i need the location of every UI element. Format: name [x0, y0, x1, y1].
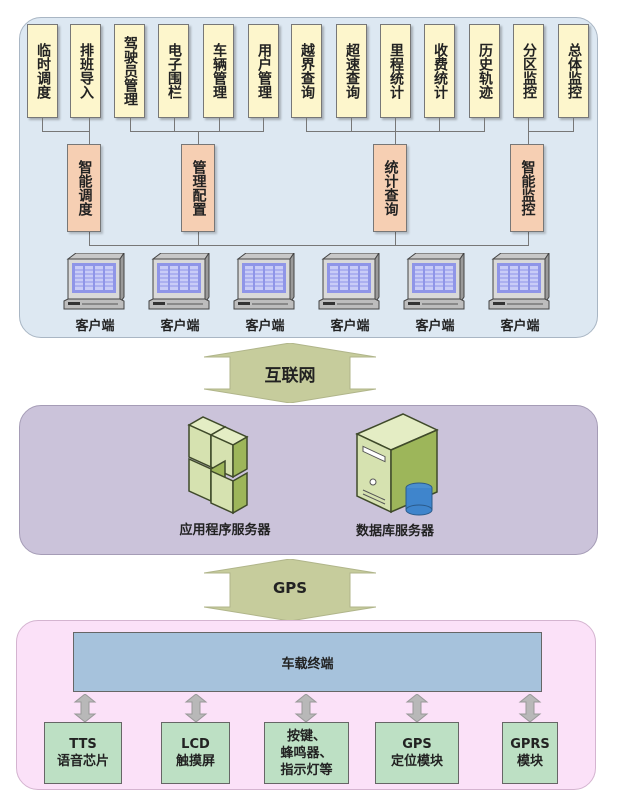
client-terminal: 客户端: [60, 253, 130, 334]
vehicle-terminal-box: 车载终端: [73, 632, 542, 692]
group-box: 智能调度: [67, 144, 101, 232]
client-label: 客户端: [330, 319, 370, 334]
app-server-label: 应用程序服务器: [179, 523, 271, 538]
computer-icon: [318, 253, 380, 310]
client-terminal: 客户端: [230, 253, 300, 334]
server-layer-panel: [19, 405, 598, 555]
computer-icon: [233, 253, 295, 310]
gps-label: GPS: [272, 579, 308, 597]
client-label: 客户端: [500, 319, 540, 334]
function-box: 超速查询: [336, 24, 367, 118]
computer-icon: [488, 253, 550, 310]
function-box: 收费统计: [424, 24, 455, 118]
computer-icon: [148, 253, 210, 310]
bidirectional-arrow-icon: [184, 694, 208, 722]
function-box: 里程统计: [380, 24, 411, 118]
group-box: 智能监控: [510, 144, 544, 232]
function-box: 驾驶员管理: [114, 24, 145, 118]
client-terminal: 客户端: [145, 253, 215, 334]
client-label: 客户端: [160, 319, 200, 334]
group-box: 统计查询: [373, 144, 407, 232]
group-box: 管理配置: [181, 144, 215, 232]
client-terminal: 客户端: [315, 253, 385, 334]
gps-module-box: GPS 定位模块: [375, 722, 459, 784]
bidirectional-arrow-icon: [73, 694, 97, 722]
lcd-module-box: LCD 触摸屏: [161, 722, 230, 784]
database-server-label: 数据库服务器: [355, 524, 434, 539]
server-cluster-icon: [187, 416, 249, 515]
client-label: 客户端: [75, 319, 115, 334]
gps-link-arrow: GPS: [203, 558, 377, 622]
function-box: 车辆管理: [203, 24, 234, 118]
function-box: 临时调度: [27, 24, 58, 118]
database-server: 数据库服务器: [335, 412, 455, 539]
computer-icon: [403, 253, 465, 310]
internet-link-arrow: 互联网: [203, 342, 377, 404]
io-module-box: 按键、 蜂鸣器、 指示灯等: [264, 722, 349, 784]
bidirectional-arrow-icon: [405, 694, 429, 722]
function-box: 分区监控: [513, 24, 544, 118]
function-box: 电子围栏: [158, 24, 189, 118]
function-box: 排班导入: [70, 24, 101, 118]
tts-module-box: TTS 语音芯片: [44, 722, 122, 784]
internet-label: 互联网: [264, 366, 316, 386]
function-box: 用户管理: [248, 24, 279, 118]
database-server-icon: [355, 413, 439, 516]
function-box: 越界查询: [291, 24, 322, 118]
app-server: 应用程序服务器: [160, 415, 290, 538]
client-label: 客户端: [245, 319, 285, 334]
bidirectional-arrow-icon: [294, 694, 318, 722]
client-terminal: 客户端: [485, 253, 555, 334]
gprs-module-box: GPRS 模块: [502, 722, 558, 784]
bidirectional-arrow-icon: [518, 694, 542, 722]
function-box: 总体监控: [558, 24, 589, 118]
function-box: 历史轨迹: [469, 24, 500, 118]
client-label: 客户端: [415, 319, 455, 334]
computer-icon: [63, 253, 125, 310]
client-terminal: 客户端: [400, 253, 470, 334]
